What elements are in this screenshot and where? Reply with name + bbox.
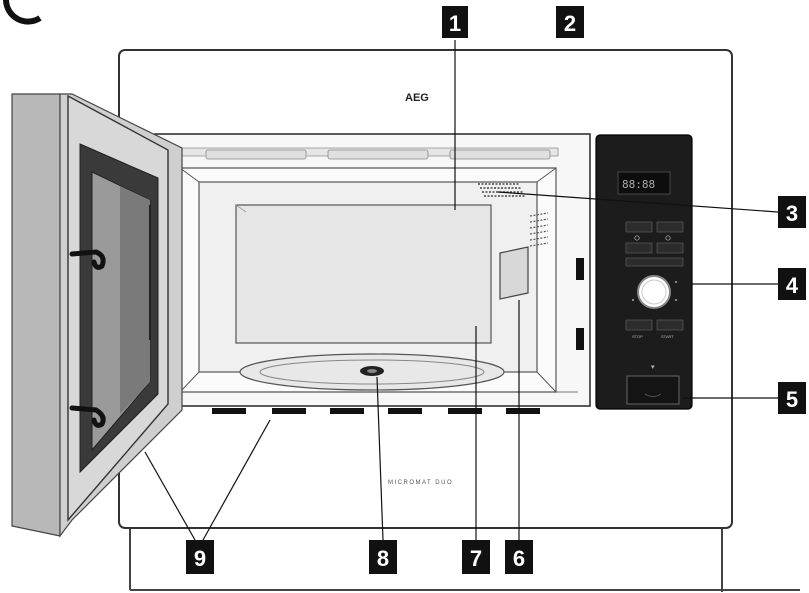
display-window: [617, 171, 671, 195]
brand-logo: AEG: [405, 92, 429, 104]
callout-9: 9: [186, 540, 214, 574]
stop-button[interactable]: [625, 319, 653, 331]
microwave-mode-icon: [634, 235, 640, 241]
rotary-knob[interactable]: [637, 275, 671, 309]
callout-7: 7: [462, 540, 490, 574]
callout-1: 1: [442, 6, 468, 38]
control-panel: 88:88 STOP START ▾: [595, 134, 693, 410]
oven-cavity: [179, 167, 557, 393]
back-wall-panel: [235, 204, 492, 344]
svg-text:2: 2: [564, 11, 576, 36]
door-release-button[interactable]: [626, 375, 680, 405]
start-label: START: [661, 334, 674, 339]
callout-2: 2: [556, 6, 584, 38]
svg-text:9: 9: [194, 546, 206, 571]
cabinet-base: [129, 528, 800, 592]
stop-label: STOP: [632, 334, 643, 339]
callout-8: 8: [369, 540, 397, 574]
door-hook-upper-icon: [69, 249, 106, 270]
svg-text:7: 7: [470, 546, 482, 571]
display-readout: 88:88: [622, 178, 655, 191]
button-mid-left[interactable]: [625, 242, 653, 254]
grill-mode-icon: [665, 235, 671, 241]
latch-slot-upper: [576, 258, 584, 280]
svg-text:8: 8: [377, 546, 389, 571]
callout-3: 3: [778, 196, 806, 228]
section-marker-icon: [3, 0, 42, 25]
leader-lines: [144, 40, 779, 541]
button-mid-right[interactable]: [656, 242, 684, 254]
svg-text:4: 4: [786, 273, 799, 298]
button-wide[interactable]: [625, 257, 684, 267]
waveguide-cover: [499, 246, 529, 300]
callout-6: 6: [505, 540, 533, 574]
svg-text:1: 1: [449, 11, 461, 36]
svg-text:3: 3: [786, 201, 798, 226]
svg-text:5: 5: [786, 387, 798, 412]
open-door: [11, 93, 183, 538]
svg-text:6: 6: [513, 546, 525, 571]
callout-4: 4: [778, 268, 806, 300]
door-arrow-icon: ▾: [651, 364, 655, 371]
latch-slot-lower: [576, 328, 584, 350]
door-hook-lower-icon: [69, 405, 106, 428]
callout-5: 5: [778, 382, 806, 414]
button-top-left[interactable]: [625, 221, 653, 233]
door-seal-slots: [212, 408, 540, 414]
turntable: [239, 353, 505, 391]
start-button[interactable]: [656, 319, 684, 331]
model-label: MICROMAT DUO: [388, 480, 453, 486]
button-top-right[interactable]: [656, 221, 684, 233]
